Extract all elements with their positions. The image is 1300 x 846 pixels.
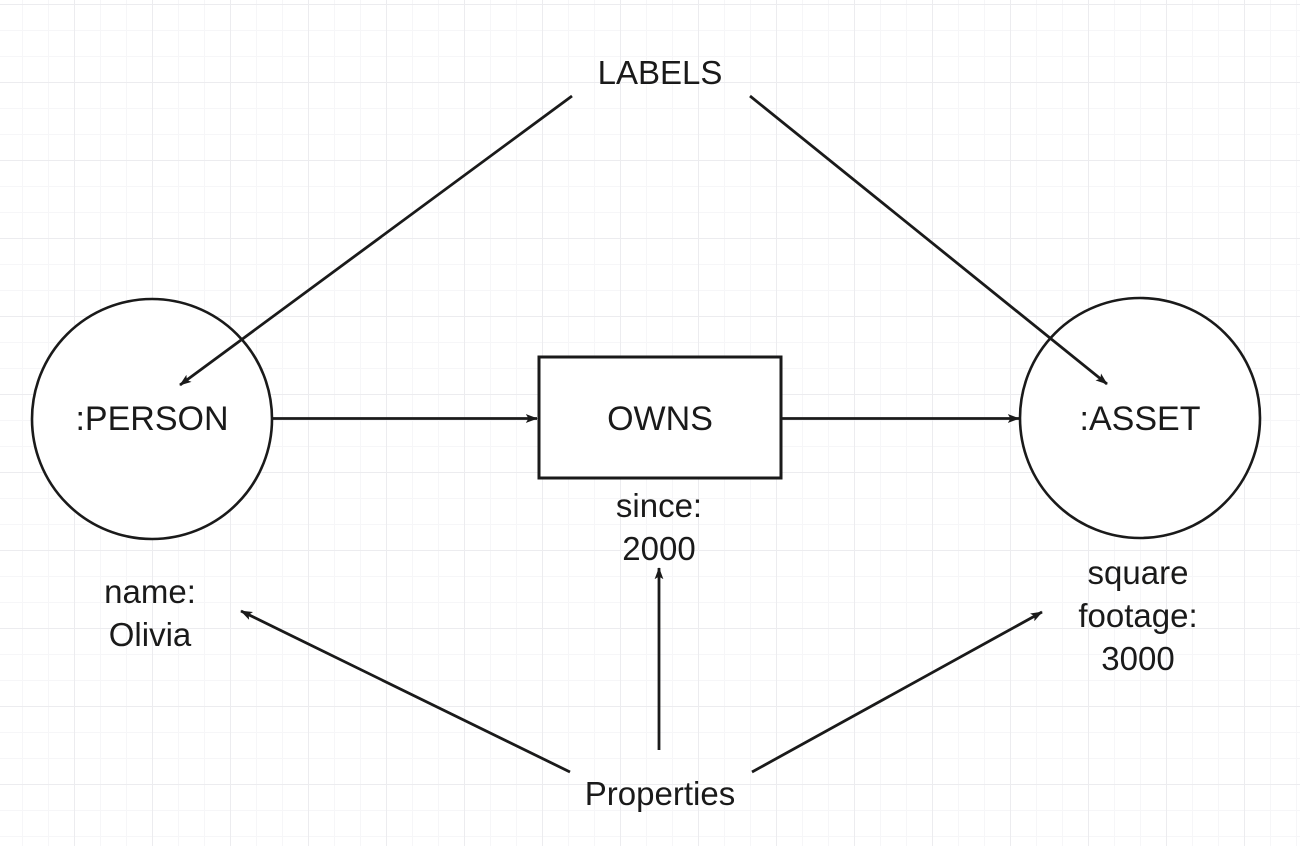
- owns-property-value: 2000: [622, 530, 696, 567]
- node-asset-circle[interactable]: [1018, 296, 1262, 540]
- annotation-properties: Properties: [584, 775, 736, 812]
- asset-property-value: 3000: [1101, 640, 1175, 677]
- asset-property-key-line1: square: [1087, 554, 1189, 591]
- node-asset-label: :ASSET: [1079, 400, 1201, 438]
- annotation-labels: LABELS: [597, 54, 723, 91]
- relationship-owns-properties: since: 2000: [559, 484, 759, 570]
- edge-labels-to-asset: [749, 94, 1108, 386]
- edge-labels-to-person: [179, 94, 573, 387]
- person-property-key: name:: [104, 573, 196, 610]
- node-person-label: :PERSON: [75, 400, 229, 438]
- relationship-owns-rect[interactable]: [537, 355, 783, 480]
- edge-properties-to-person-properties: [240, 609, 571, 774]
- relationship-owns-label: OWNS: [607, 400, 713, 438]
- node-person-properties: name: Olivia: [50, 570, 250, 656]
- edge-properties-to-asset-properties: [751, 610, 1043, 774]
- person-property-value: Olivia: [108, 616, 192, 653]
- node-asset-properties: square footage: 3000: [1038, 551, 1238, 680]
- owns-property-key: since:: [615, 487, 703, 524]
- asset-property-key-line2: footage:: [1078, 597, 1198, 634]
